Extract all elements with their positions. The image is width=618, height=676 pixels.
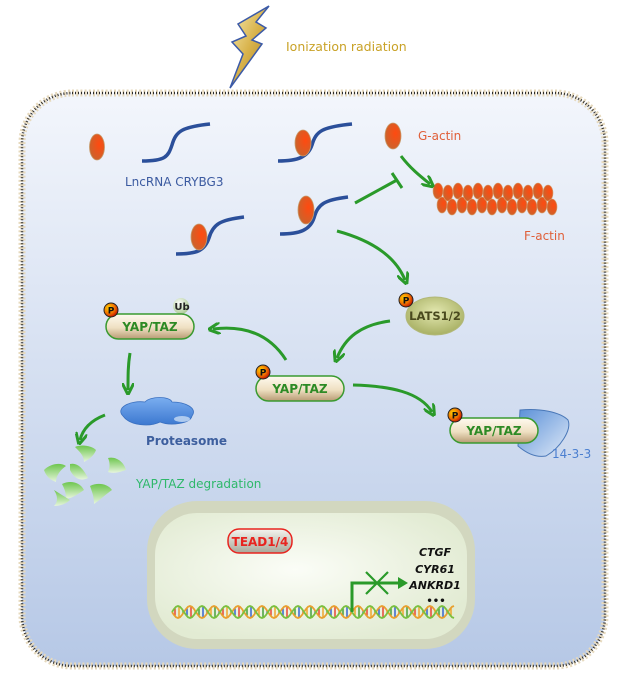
lats-to-yap-arrow [337,319,391,358]
membrane-outer [18,89,609,670]
tead-box [227,528,293,554]
polymerization-arrow [399,155,430,184]
g-actin-monomer [89,133,105,161]
f-actin-bead [542,184,554,202]
f-actin-bead [502,184,514,202]
actin-group: G-actin F-actin [384,122,565,243]
yap-taz-pill [105,313,195,340]
f-actin-bead [462,184,474,202]
proteasome-label: Proteasome [146,434,227,448]
lats-label: LATS1/2 [409,309,461,323]
gene-label: ANKRD1 [408,579,461,592]
yap-taz-label: YAP/TAZ [465,424,522,438]
ionization-radiation: Ionization radiation [229,5,407,89]
yap-taz-1433-complex: YAP/TAZ P 14-3-3 [447,407,591,461]
g-actin-bound [190,223,208,251]
f-actin-label: F-actin [524,229,565,243]
ubiquitin-label: Ub [174,302,189,313]
f-actin-bead [522,184,534,202]
phospho-icon [255,364,271,380]
f-actin-bead [442,184,454,202]
to-degradation-arrow [80,413,106,440]
to-ubiquitination-arrow [213,328,288,361]
f-actin-filament [432,182,558,216]
lncrna-group: LncRNA CRYBG3 [89,122,353,256]
dna-strand [171,605,455,619]
fragment [62,482,84,499]
yap-taz-pill [255,375,345,402]
to-proteasome-arrow [128,352,130,390]
lats-ellipse [405,296,465,336]
degradation-fragments: YAP/TAZ degradation [44,445,261,506]
g-actin-bound [297,195,315,225]
fragment [70,463,88,480]
yap-taz-phosphorylated: YAP/TAZ P [255,364,345,402]
protein-1433-label: 14-3-3 [552,447,591,461]
gene-label: CYR61 [415,563,455,576]
phospho-icon [103,302,119,318]
phospho-icon [447,407,463,423]
lncrna-strand [279,195,349,236]
lncrna-strand [141,122,211,163]
blocked-x-icon [365,571,389,595]
dna-helix [171,605,455,619]
phospho-label: P [403,297,410,307]
fragment [90,483,112,504]
ellipsis-label: ••• [426,596,445,607]
ubiquitin-icon [173,298,189,314]
fragment [54,490,70,506]
proteasome: Proteasome [120,397,227,448]
lncrna-strand [175,215,245,256]
f-actin-bead [472,182,484,200]
phospho-label: P [260,369,267,379]
to-1433-arrow [352,383,432,412]
gene-label: CTGF [419,546,452,559]
lats-node: LATS1/2 P [398,292,465,336]
yap-taz-ubiquitinated: Ub YAP/TAZ P [103,298,195,340]
f-actin-bead [526,198,538,216]
nucleus: TEAD1/4 CTGF CYR61 ANKRD1 ••• [147,501,475,649]
inhibition-bar [390,172,404,189]
f-actin-bead [482,184,494,202]
nucleoplasm [155,513,467,639]
arrows [80,155,432,440]
f-actin-bead [492,182,504,200]
phospho-label: P [108,307,115,317]
ionization-radiation-label: Ionization radiation [286,39,407,54]
lightning-bolt-icon [229,5,270,89]
degradation-label: YAP/TAZ degradation [135,477,261,491]
transcription-arrowhead [398,577,408,589]
f-actin-bead [512,182,524,200]
f-actin-bead [432,182,444,200]
yap-taz-label: YAP/TAZ [121,320,178,334]
f-actin-bead [532,182,544,200]
g-actin-label: G-actin [418,129,461,143]
yap-taz-label: YAP/TAZ [271,382,328,396]
fragment [44,463,66,482]
phospho-label: P [452,412,459,422]
dna-strand [171,605,455,619]
f-actin-bead [446,198,458,216]
f-actin-bead [546,198,558,216]
f-actin-bead [486,198,498,216]
f-actin-bead [452,182,464,200]
g-actin-bound [294,129,312,157]
phospho-icon [398,292,414,308]
lncrna-strand [277,122,353,163]
f-actin-bead [506,198,518,216]
lncrna-label: LncRNA CRYBG3 [125,175,223,189]
f-actin-bead [466,198,478,216]
tead-label: TEAD1/4 [232,535,289,549]
inhibition-line [354,178,398,205]
fragment [75,445,96,462]
lats-activation-arrow [336,229,405,280]
transcription-arrow [350,581,400,612]
g-actin-monomer [384,122,402,150]
fragment [108,457,126,473]
yap-taz-pill [449,417,539,444]
proteasome-highlight [174,416,190,422]
